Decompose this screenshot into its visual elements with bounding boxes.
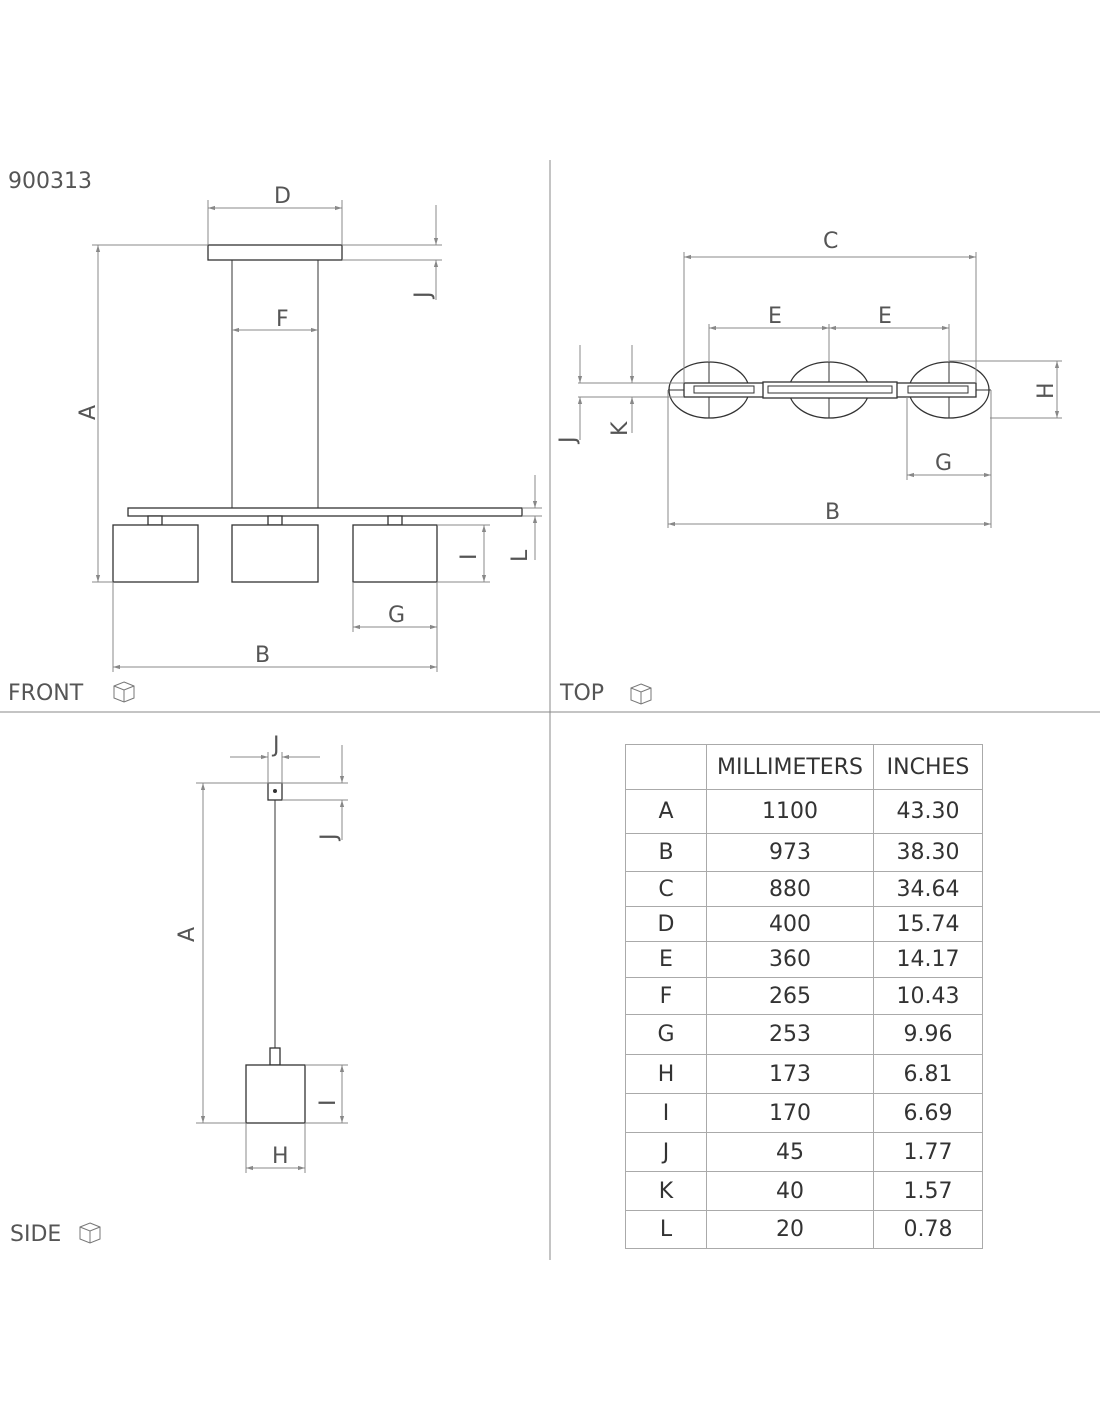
- dim-label-j: J: [271, 733, 280, 758]
- dim-label-g: G: [388, 603, 405, 628]
- side-view-cube-icon: [79, 1222, 101, 1244]
- value-inches: 34.64: [873, 871, 983, 907]
- value-inches: 9.96: [873, 1014, 983, 1055]
- dim-label-a: A: [175, 927, 200, 942]
- dim-label-d: D: [274, 184, 291, 209]
- value-inches: 15.74: [873, 906, 983, 942]
- dim-label-h: H: [272, 1144, 289, 1169]
- dimension-key: C: [625, 871, 707, 907]
- dim-label-i: I: [316, 1100, 341, 1107]
- lamp-shade: [231, 524, 319, 583]
- value-inches: 0.78: [873, 1210, 983, 1249]
- top-view-label: TOP: [559, 681, 604, 706]
- dim-label-h: H: [1034, 382, 1059, 399]
- side-view-label: SIDE: [10, 1222, 61, 1247]
- header-key: [625, 744, 707, 790]
- dimension-key: F: [625, 977, 707, 1015]
- value-millimeters: 880: [706, 871, 874, 907]
- dim-label-l: L: [508, 549, 533, 562]
- dim-label-e: E: [768, 304, 782, 329]
- value-inches: 14.17: [873, 941, 983, 978]
- canopy: [207, 244, 343, 261]
- lamp-shade-side: [245, 1064, 306, 1124]
- socket: [269, 1047, 281, 1066]
- top-view: C E E H J K G B: [556, 229, 1062, 528]
- top-view-cube-icon: [630, 683, 652, 705]
- table-header-row: MILLIMETERS INCHES: [625, 744, 983, 790]
- dim-label-f: F: [276, 307, 289, 332]
- header-millimeters: MILLIMETERS: [706, 744, 874, 790]
- header-inches: INCHES: [873, 744, 983, 790]
- dimension-key: H: [625, 1054, 707, 1094]
- dim-label-a: A: [76, 405, 101, 420]
- value-millimeters: 45: [706, 1132, 874, 1172]
- dimension-key: J: [625, 1132, 707, 1172]
- dimension-key: D: [625, 906, 707, 942]
- front-view-cube-icon: [113, 681, 135, 703]
- dim-label-g: G: [935, 451, 952, 476]
- dim-label-j: J: [317, 834, 342, 843]
- dim-label-e: E: [878, 304, 892, 329]
- value-millimeters: 973: [706, 833, 874, 872]
- value-inches: 6.69: [873, 1093, 983, 1133]
- connector: [267, 515, 283, 526]
- dim-label-i: I: [457, 554, 482, 561]
- dim-label-j: J: [556, 437, 581, 446]
- value-inches: 6.81: [873, 1054, 983, 1094]
- value-inches: 1.57: [873, 1171, 983, 1211]
- value-inches: 38.30: [873, 833, 983, 872]
- dimension-key: E: [625, 941, 707, 978]
- dim-label-j: J: [411, 292, 436, 301]
- dim-label-k: K: [608, 421, 633, 436]
- value-millimeters: 40: [706, 1171, 874, 1211]
- value-inches: 43.30: [873, 789, 983, 834]
- product-code: 900313: [8, 169, 92, 194]
- dim-label-c: C: [823, 229, 838, 254]
- value-millimeters: 400: [706, 906, 874, 942]
- value-millimeters: 253: [706, 1014, 874, 1055]
- dimension-key: K: [625, 1171, 707, 1211]
- value-millimeters: 173: [706, 1054, 874, 1094]
- dimension-key: I: [625, 1093, 707, 1133]
- canopy-top: [762, 381, 898, 399]
- value-millimeters: 265: [706, 977, 874, 1015]
- value-millimeters: 360: [706, 941, 874, 978]
- connector: [387, 515, 403, 526]
- front-view: D J F A L I G B: [76, 184, 542, 672]
- value-inches: 1.77: [873, 1132, 983, 1172]
- value-millimeters: 1100: [706, 789, 874, 834]
- value-inches: 10.43: [873, 977, 983, 1015]
- lamp-shade: [112, 524, 199, 583]
- dimension-key: B: [625, 833, 707, 872]
- dim-label-b: B: [825, 500, 840, 525]
- value-millimeters: 20: [706, 1210, 874, 1249]
- dimension-key: G: [625, 1014, 707, 1055]
- dim-label-b: B: [255, 643, 270, 668]
- lamp-shade: [352, 524, 438, 583]
- dimension-key: A: [625, 789, 707, 834]
- front-view-label: FRONT: [8, 681, 84, 706]
- side-view: J J A I H: [175, 733, 348, 1173]
- value-millimeters: 170: [706, 1093, 874, 1133]
- connector: [147, 515, 163, 526]
- dimension-key: L: [625, 1210, 707, 1249]
- fixture-bar: [127, 507, 523, 517]
